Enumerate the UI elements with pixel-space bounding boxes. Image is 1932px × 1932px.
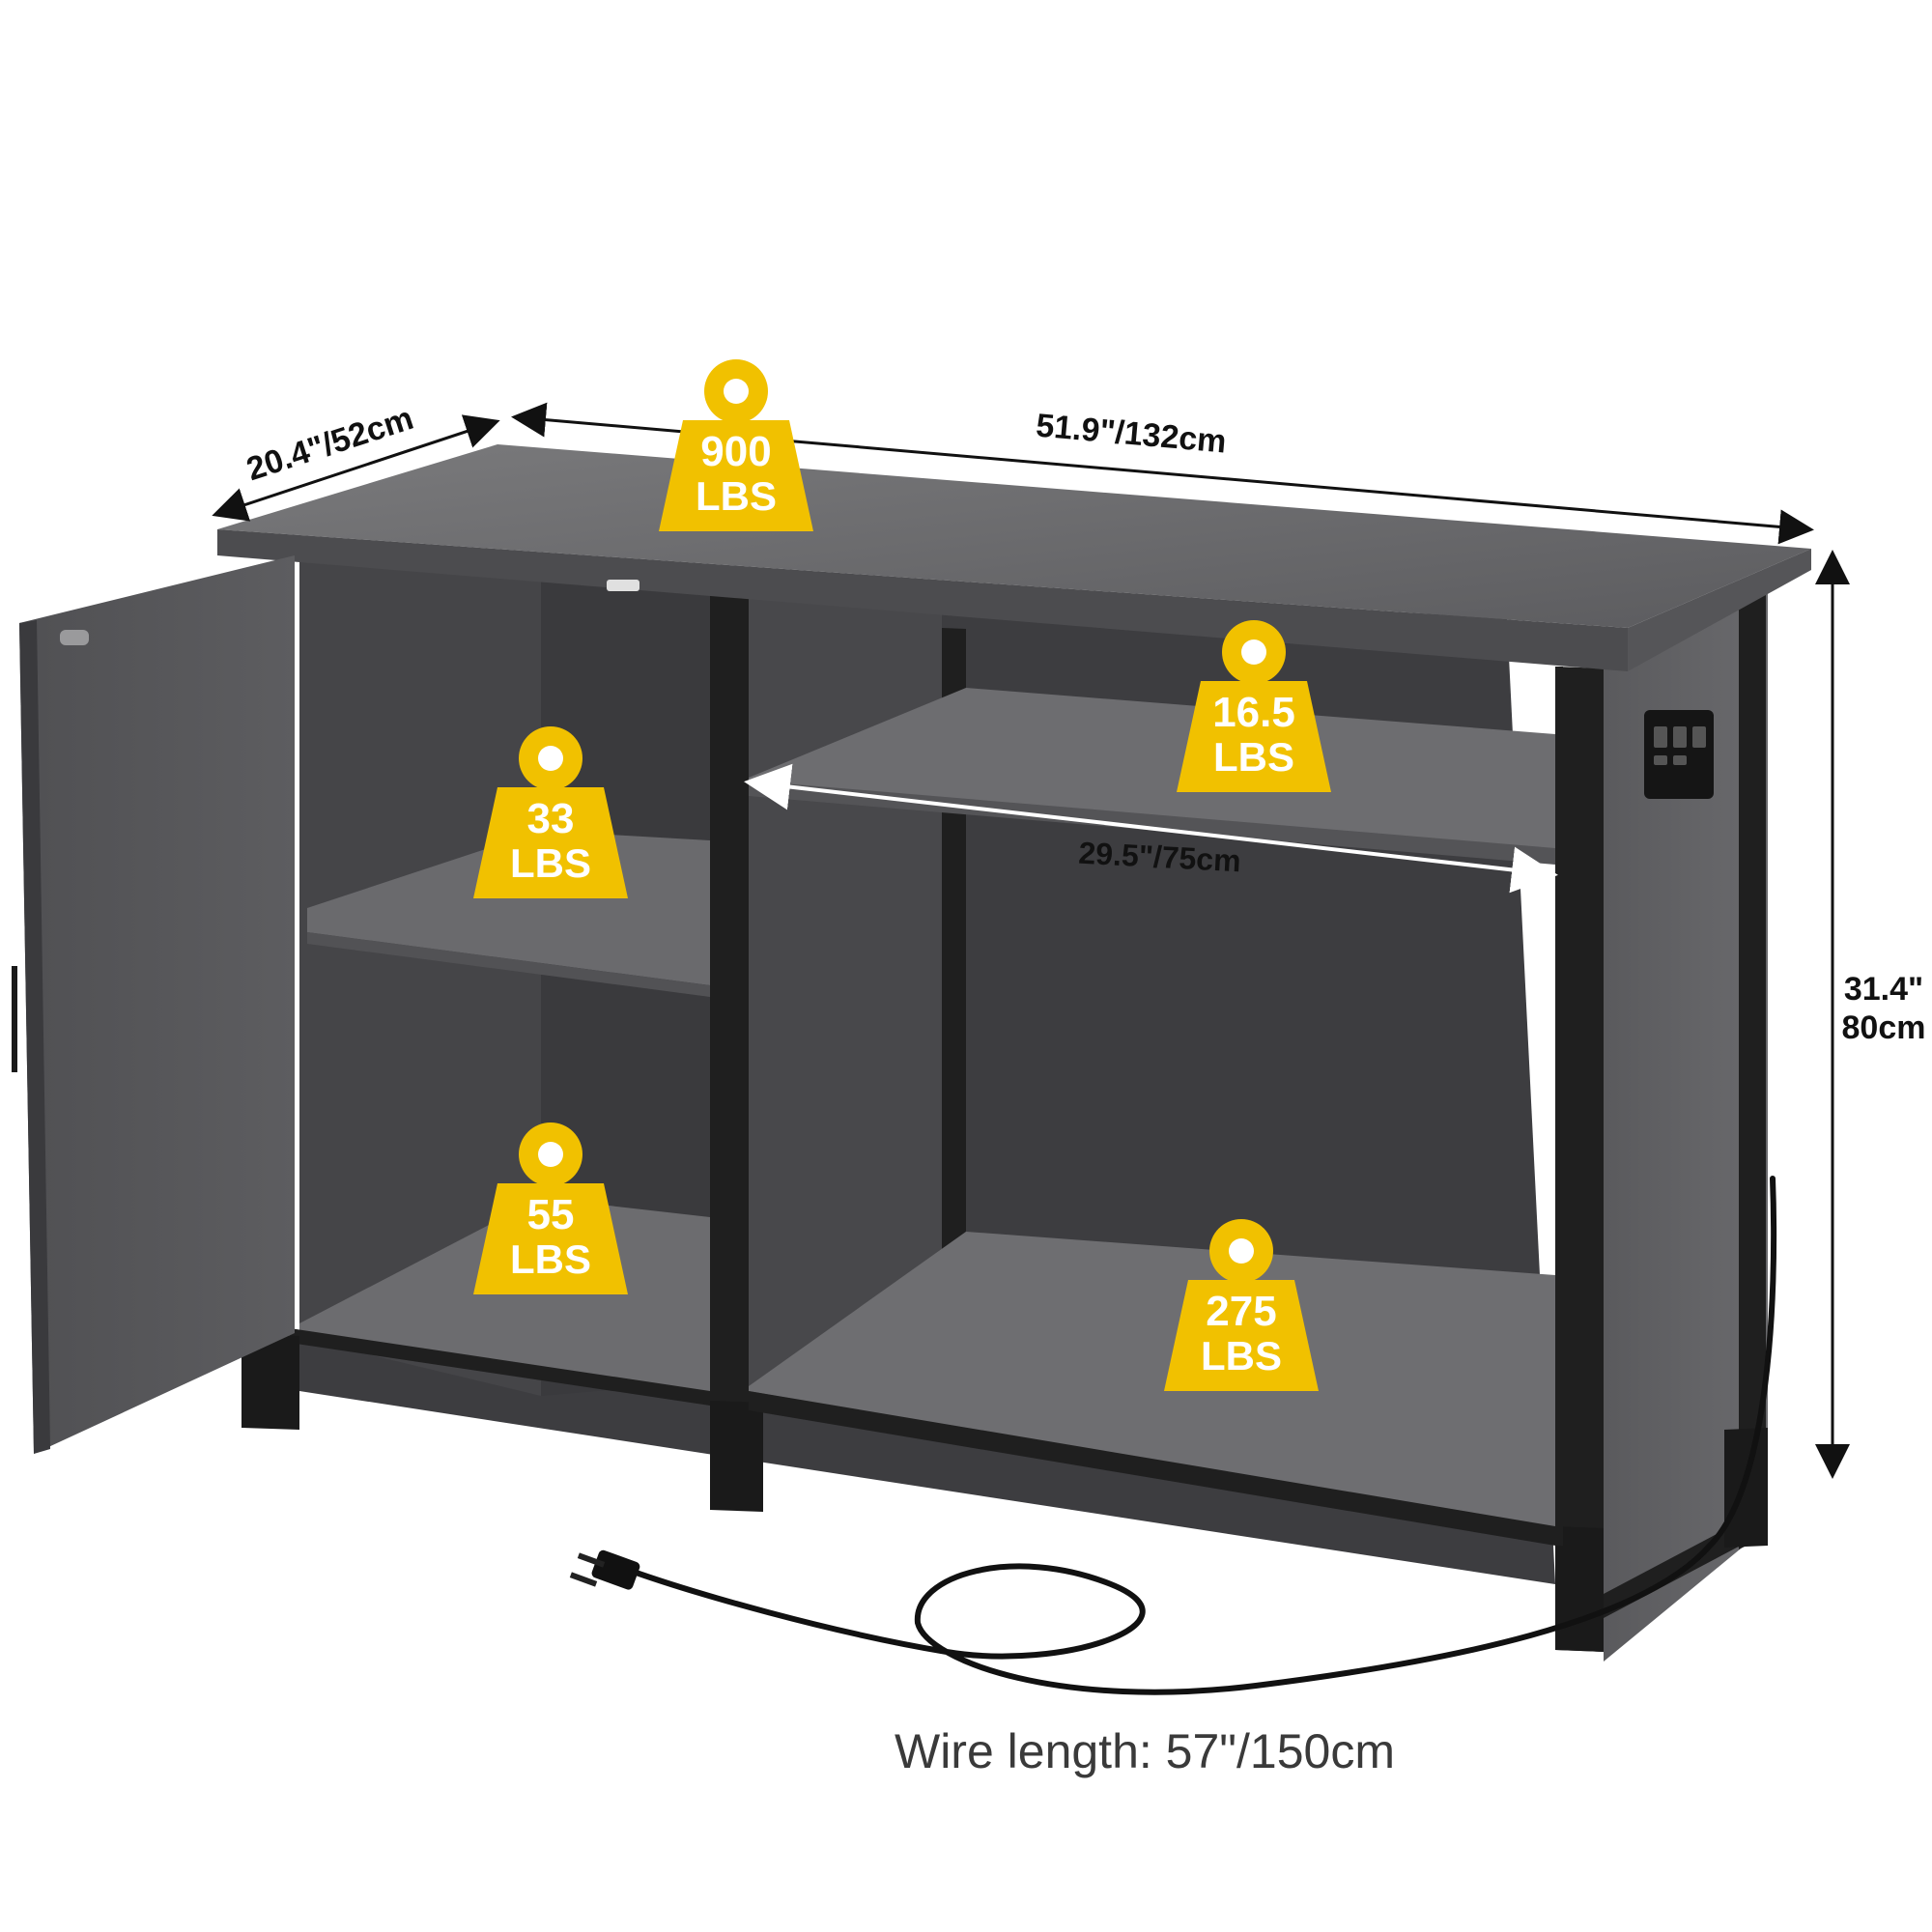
weight-badge-top: 900 LBS	[659, 359, 813, 531]
right-front-leg	[1555, 667, 1604, 1642]
power-outlet-strip	[1644, 710, 1714, 799]
weight-value: 16.5	[1212, 689, 1295, 736]
weight-unit: LBS	[1213, 734, 1294, 780]
weight-icon	[659, 359, 813, 531]
weight-value: 55	[527, 1191, 575, 1238]
weight-unit: LBS	[510, 1236, 591, 1282]
weight-value: 33	[527, 795, 575, 842]
weight-badge-left-upper: 33 LBS	[473, 726, 628, 898]
power-plug-icon	[569, 1549, 640, 1590]
dimension-shelf-width: 29.5"/75cm	[744, 763, 1558, 894]
left-front-leg	[242, 1333, 299, 1430]
weight-badge-left-lower: 55 LBS	[473, 1122, 628, 1294]
magnetic-latch	[607, 580, 639, 591]
weight-icon	[473, 1122, 628, 1294]
weight-badge-right-upper: 16.5 LBS	[1177, 620, 1331, 792]
left-bottom-rail	[290, 1328, 710, 1406]
left-interior-wall	[299, 551, 541, 1396]
weight-value: 900	[700, 428, 771, 475]
cabinet-door	[19, 555, 295, 1454]
shelf-width-label: 29.5"/75cm	[1078, 836, 1242, 879]
right-back-leg	[1739, 585, 1766, 1549]
right-compartment-front-post	[1555, 667, 1563, 1640]
weight-icon	[473, 726, 628, 898]
dimension-height: 31.4" 80cm	[1815, 550, 1926, 1479]
height-label-cm: 80cm	[1842, 1009, 1926, 1046]
door-edge	[19, 620, 50, 1454]
open-bottom-shelf	[749, 1232, 1555, 1531]
center-divider-foot	[710, 1401, 763, 1512]
right-side-panel	[1604, 584, 1768, 1662]
door-hinge-plate	[60, 630, 89, 645]
front-bottom-leg-left	[1555, 1546, 1604, 1652]
weight-unit: LBS	[510, 840, 591, 886]
weight-icon	[1177, 620, 1331, 792]
cabinet-top-side-edge	[1628, 549, 1811, 671]
power-cord	[569, 1176, 1777, 1695]
width-label: 51.9"/132cm	[1035, 408, 1228, 461]
left-middle-shelf-edge	[307, 932, 710, 997]
weight-unit: LBS	[696, 473, 777, 519]
wire-length-caption: Wire length: 57"/150cm	[895, 1724, 1395, 1778]
right-back-foot	[1724, 1428, 1768, 1548]
weight-badge-right-lower: 275 LBS	[1164, 1219, 1319, 1391]
open-bottom-rail	[749, 1391, 1555, 1546]
center-divider-post	[710, 575, 749, 1507]
height-label-inches: 31.4"	[1844, 971, 1923, 1008]
door-handle	[12, 966, 17, 1072]
tv-cabinet	[12, 444, 1811, 1662]
weight-value: 275	[1206, 1288, 1276, 1335]
weight-icon	[1164, 1219, 1319, 1391]
weight-unit: LBS	[1201, 1333, 1282, 1378]
depth-label: 20.4"/52cm	[242, 400, 418, 488]
